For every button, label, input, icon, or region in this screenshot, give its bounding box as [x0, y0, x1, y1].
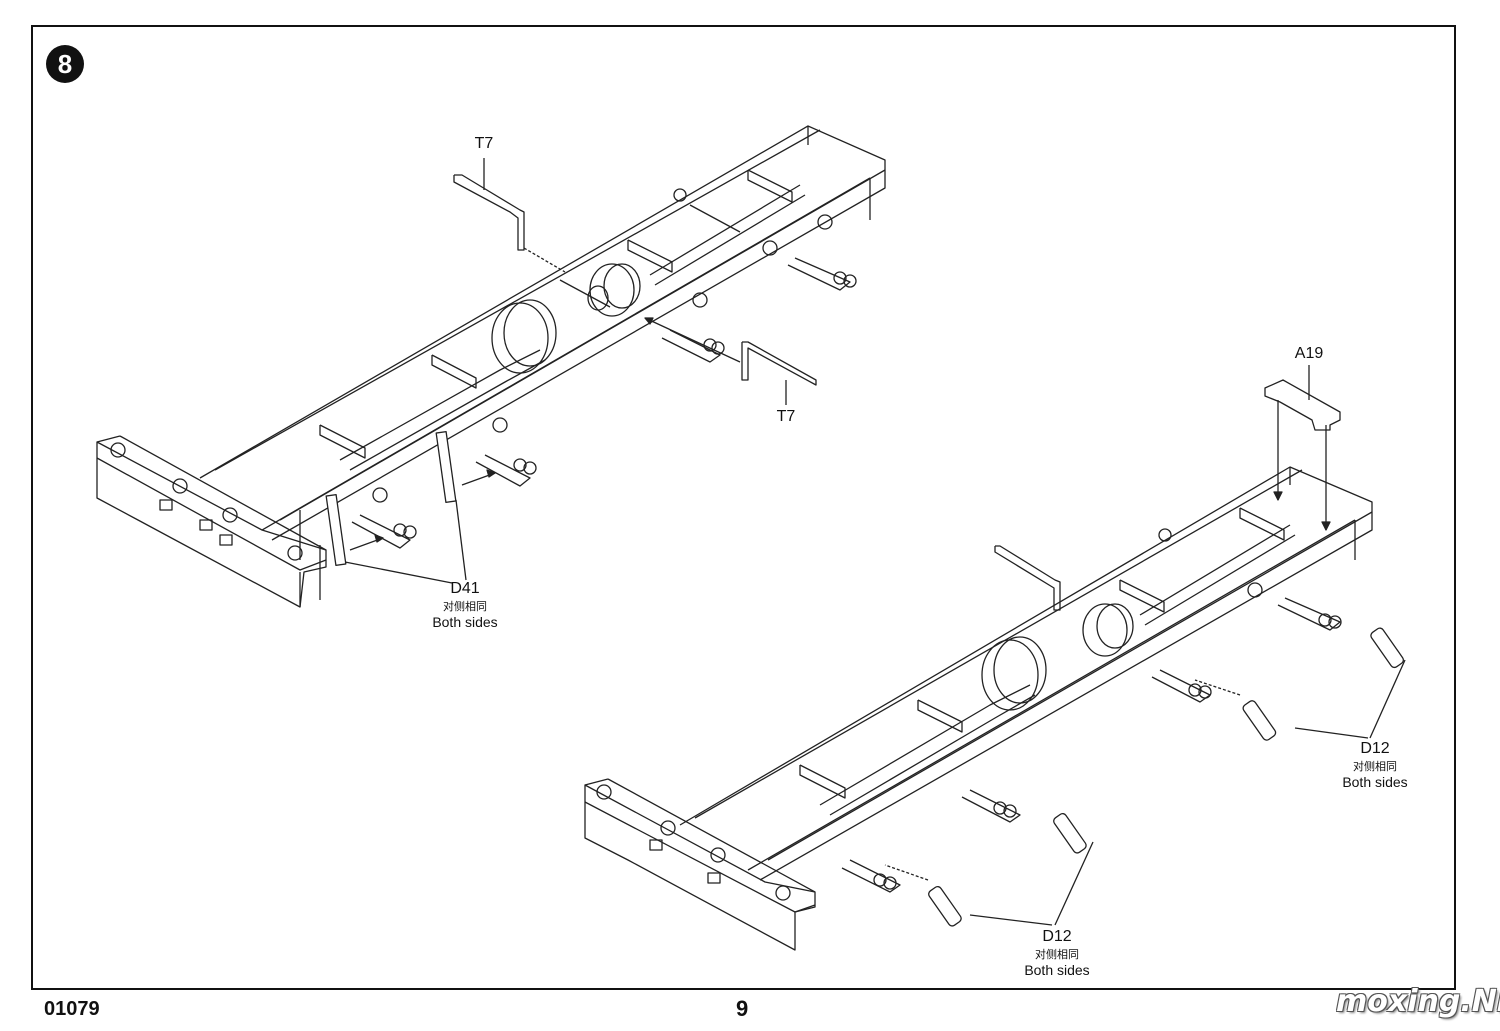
part-t7-mid-drawing — [644, 317, 817, 405]
upper-chassis-frame — [96, 125, 886, 608]
kit-code: 01079 — [44, 998, 100, 1020]
callout-d12-right-label: D12 — [1360, 740, 1390, 757]
callout-a19-label: A19 — [1294, 345, 1324, 362]
part-d12-right-drawing — [1194, 627, 1406, 741]
callout-d41: D41 对侧相同 Both sides — [410, 580, 520, 630]
callout-d41-note-en: Both sides — [432, 614, 498, 630]
callout-d12-right: D12 对侧相同 Both sides — [1320, 740, 1430, 790]
lower-chassis-frame — [584, 466, 1373, 951]
part-d41-drawing — [325, 430, 496, 584]
page-number: 9 — [736, 996, 749, 1021]
callout-d41-label: D41 — [450, 580, 480, 597]
callout-t7-mid-label: T7 — [776, 408, 796, 425]
callout-d12-right-note-cn: 对侧相同 — [1353, 760, 1397, 773]
callout-d12-right-note-en: Both sides — [1342, 774, 1408, 790]
page-frame — [31, 25, 1456, 990]
callout-d12-bottom-note-cn: 对侧相同 — [1035, 948, 1079, 961]
step-number-badge: 8 — [46, 45, 84, 83]
part-a19-drawing — [1264, 365, 1341, 531]
callout-d41-note-cn: 对侧相同 — [443, 600, 487, 613]
watermark-logo: moxing.NET — [1336, 984, 1500, 1019]
part-t7-top-drawing — [453, 158, 566, 273]
callout-t7-top-label: T7 — [474, 135, 494, 152]
callout-d12-bottom: D12 对侧相同 Both sides — [1002, 928, 1112, 978]
callout-d12-bottom-label: D12 — [1042, 928, 1072, 945]
part-d12-bottom-drawing — [884, 812, 1094, 927]
callout-d12-bottom-note-en: Both sides — [1024, 962, 1090, 978]
